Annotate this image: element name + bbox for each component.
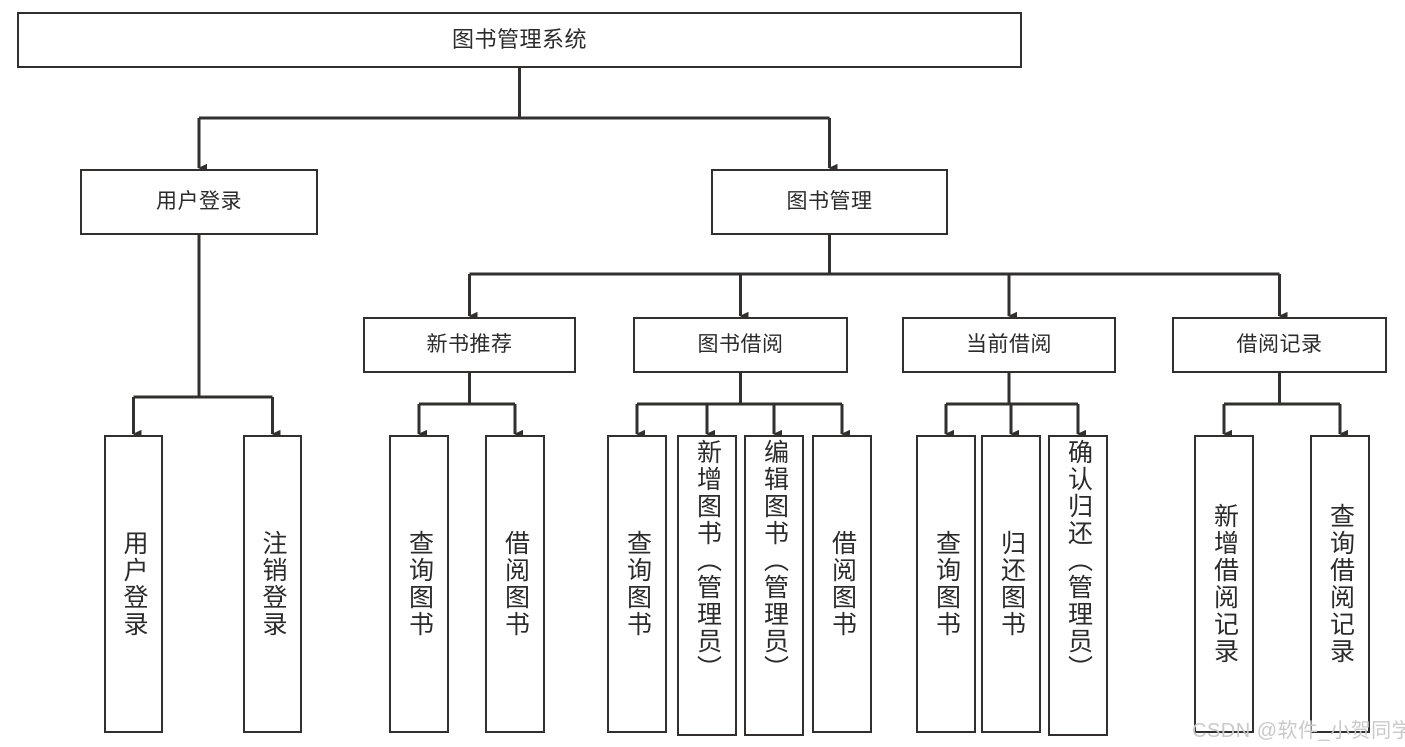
node-label: 确认归还（管理员） [1064, 439, 1093, 682]
node-label: 新增图书（管理员） [693, 439, 722, 682]
node-leaf-borrow-book-2[interactable]: 借阅图书 [812, 435, 872, 733]
node-book-borrow[interactable]: 图书借阅 [633, 317, 848, 373]
node-leaf-confirm-return[interactable]: 确认归还（管理员） [1048, 435, 1108, 736]
node-current-borrow[interactable]: 当前借阅 [902, 317, 1116, 373]
csdn-watermark: CSDN @软件_小贺同学 [1192, 720, 1405, 742]
node-leaf-return-book[interactable]: 归还图书 [981, 435, 1041, 733]
node-label: 用户登录 [156, 189, 242, 213]
node-leaf-logout[interactable]: 注销登录 [243, 435, 302, 733]
node-label: 图书借阅 [697, 332, 784, 356]
node-label: 查询图书 [932, 530, 961, 638]
node-leaf-borrow-book-1[interactable]: 借阅图书 [485, 435, 545, 733]
node-label: 查询图书 [405, 530, 434, 638]
node-root[interactable]: 图书管理系统 [17, 12, 1022, 68]
node-leaf-add-book[interactable]: 新增图书（管理员） [677, 435, 737, 736]
node-label: 查询借阅记录 [1326, 503, 1355, 665]
node-label: 当前借阅 [966, 332, 1052, 356]
node-label: 借阅图书 [501, 530, 530, 638]
node-label: 归还图书 [997, 530, 1026, 638]
node-label: 新书推荐 [426, 332, 513, 356]
node-label: 编辑图书（管理员） [760, 439, 789, 682]
node-leaf-add-record[interactable]: 新增借阅记录 [1194, 435, 1254, 733]
node-new-book-rec[interactable]: 新书推荐 [363, 317, 576, 373]
node-label: 借阅记录 [1236, 332, 1323, 356]
node-leaf-query-book-3[interactable]: 查询图书 [916, 435, 976, 733]
node-leaf-user-login[interactable]: 用户登录 [104, 435, 163, 733]
node-leaf-edit-book[interactable]: 编辑图书（管理员） [744, 435, 804, 736]
node-leaf-query-book-2[interactable]: 查询图书 [607, 435, 667, 733]
node-label: 查询图书 [623, 530, 652, 638]
node-book-manage[interactable]: 图书管理 [711, 169, 948, 235]
node-label: 图书管理系统 [451, 27, 587, 53]
node-user-login[interactable]: 用户登录 [80, 169, 318, 235]
node-label: 用户登录 [120, 530, 148, 638]
node-label: 图书管理 [786, 189, 873, 213]
node-label: 新增借阅记录 [1210, 503, 1239, 665]
node-leaf-query-record[interactable]: 查询借阅记录 [1310, 435, 1370, 733]
node-borrow-record[interactable]: 借阅记录 [1172, 317, 1387, 373]
node-leaf-query-book-1[interactable]: 查询图书 [389, 435, 449, 733]
node-label: 注销登录 [259, 530, 287, 638]
edge-group [132, 68, 1348, 439]
node-label: 借阅图书 [828, 530, 857, 638]
